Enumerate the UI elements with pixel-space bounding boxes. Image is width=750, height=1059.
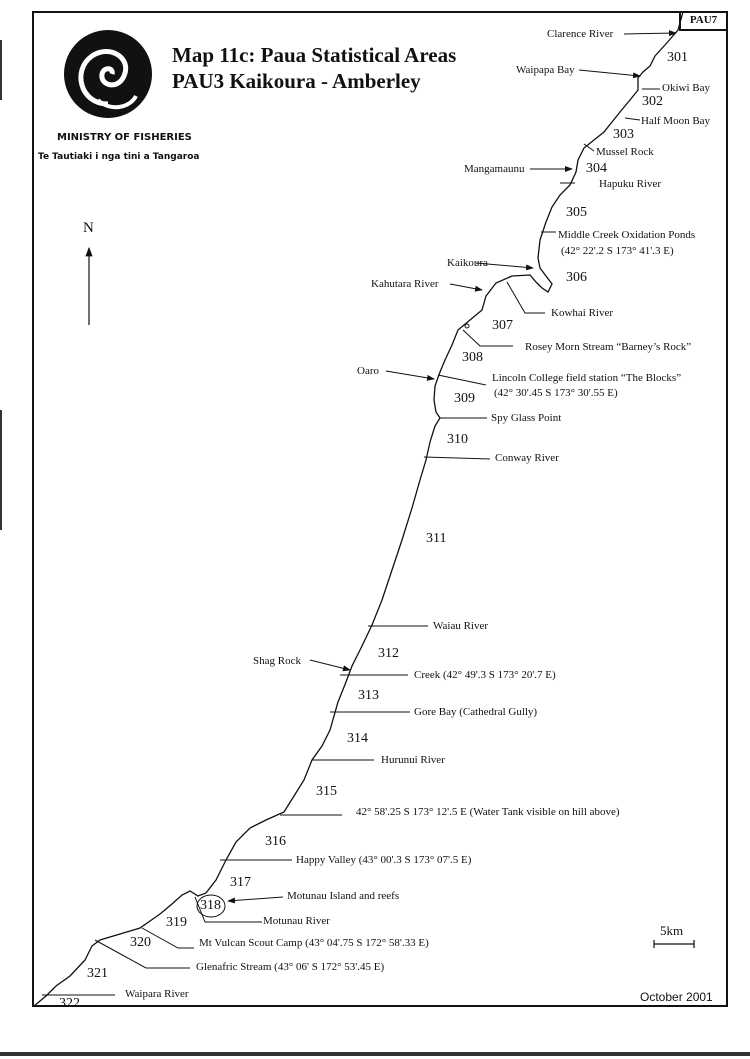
place-label: Okiwi Bay (662, 82, 710, 94)
place-label: Mussel Rock (596, 146, 654, 158)
area-label: 318 (200, 898, 221, 913)
place-label: Gore Bay (Cathedral Gully) (414, 706, 538, 718)
area-label: 309 (454, 391, 475, 406)
title-line-2: PAU3 Kaikoura - Amberley (172, 69, 421, 93)
area-label: 321 (87, 966, 108, 981)
place-label: Kahutara River (371, 278, 439, 290)
place-label: Lincoln College field station “The Block… (492, 372, 682, 384)
area-label: 314 (347, 731, 368, 746)
place-label: Spy Glass Point (491, 412, 562, 424)
place-label: Waipara River (125, 988, 189, 1000)
place-label: Waiau River (433, 620, 489, 632)
area-label: 311 (426, 531, 447, 546)
area-boundaries (42, 88, 660, 996)
scan-edge (0, 1052, 750, 1056)
place-label: (42° 22'.2 S 173° 41'.3 E) (561, 245, 674, 257)
area-label: 307 (492, 318, 513, 333)
organization-name: MINISTRY OF FISHERIES (57, 132, 192, 143)
place-label: Creek (42° 49'.3 S 173° 20'.7 E) (414, 669, 556, 681)
motunau-island-outline (196, 894, 226, 918)
place-label: Glenafric Stream (43° 06' S 172° 53'.45 … (196, 961, 385, 973)
area-label: 320 (130, 935, 151, 950)
place-label: Mangamaunu (464, 163, 525, 175)
title-line-1: Map 11c: Paua Statistical Areas (172, 43, 457, 67)
area-label: 306 (566, 270, 587, 285)
place-label: Hapuku River (599, 178, 662, 190)
adjacent-area-label: PAU7 (679, 11, 726, 31)
area-label: 312 (378, 646, 399, 661)
place-label: Kowhai River (551, 307, 614, 319)
scan-edge-mark (0, 410, 2, 530)
place-label: Middle Creek Oxidation Ponds (558, 229, 696, 241)
place-label: Rosey Morn Stream “Barney’s Rock” (525, 341, 692, 353)
area-label: 319 (166, 915, 187, 930)
place-label: Conway River (495, 452, 559, 464)
place-label: Mt Vulcan Scout Camp (43° 04'.75 S 172° … (199, 937, 429, 949)
area-label: 302 (642, 94, 663, 109)
barneys-rock-marker (464, 323, 470, 329)
scale-label: 5km (660, 923, 684, 938)
area-label: 310 (447, 432, 468, 447)
place-label: Hurunui River (381, 754, 445, 766)
ministry-logo (64, 30, 152, 118)
coastline (33, 11, 684, 1007)
area-label: 303 (613, 127, 634, 142)
place-label: Half Moon Bay (641, 115, 711, 127)
place-label: Oaro (357, 365, 379, 377)
area-label: 313 (358, 688, 379, 703)
date-label: October 2001 (640, 990, 713, 1004)
scale-bar (653, 940, 695, 948)
place-label: 42° 58'.25 S 173° 12'.5 E (Water Tank vi… (356, 806, 620, 818)
place-label: Motunau River (263, 915, 330, 927)
area-label: 317 (230, 875, 251, 890)
area-label: 308 (462, 350, 483, 365)
organization-motto: Te Tautiaki i nga tini a Tangaroa (38, 152, 200, 162)
scan-edge-mark (0, 40, 2, 100)
area-label: 305 (566, 205, 587, 220)
place-label: Motunau Island and reefs (287, 890, 400, 902)
area-label: 315 (316, 784, 337, 799)
map-frame (32, 11, 728, 1007)
place-label: Shag Rock (253, 655, 301, 667)
north-label: N (83, 220, 94, 236)
place-label: Kaikoura (447, 257, 488, 269)
area-label: 322... (59, 996, 91, 1011)
place-label: (42° 30'.45 S 173° 30'.55 E) (494, 387, 618, 399)
place-label: Happy Valley (43° 00'.3 S 173° 07'.5 E) (296, 854, 472, 866)
area-label: 316 (265, 834, 286, 849)
place-label: Clarence River (547, 28, 614, 40)
area-label: 301 (667, 50, 688, 65)
pointer-arrows (227, 30, 677, 904)
place-label: Waipapa Bay (516, 64, 575, 76)
area-label: 304 (586, 161, 607, 176)
